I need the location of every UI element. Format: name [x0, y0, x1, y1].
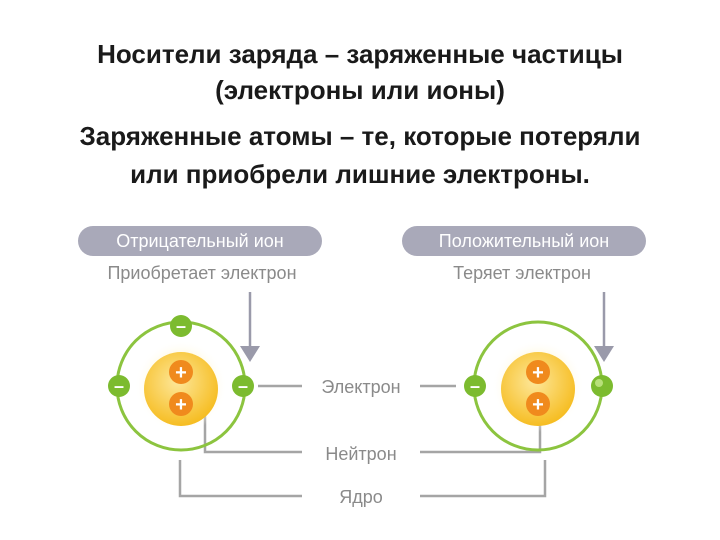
negative-ion-nucleus: [144, 352, 218, 426]
svg-text:+: +: [532, 394, 544, 416]
negative-ion-caption: Приобретает электрон: [107, 263, 296, 283]
svg-text:–: –: [114, 376, 124, 396]
svg-text:–: –: [238, 376, 248, 396]
negative-ion-pill: Отрицательный ион: [78, 226, 322, 256]
svg-text:–: –: [176, 316, 186, 336]
svg-text:+: +: [175, 394, 187, 416]
svg-text:–: –: [470, 376, 480, 396]
heading-line-3: Заряженные атомы – те, которые потеряли: [79, 121, 641, 151]
proton: +: [169, 392, 193, 416]
lost-electron: [591, 375, 613, 397]
label-electron: Электрон: [321, 377, 400, 397]
loss-arrow: [594, 292, 614, 362]
electron: –: [232, 375, 254, 397]
heading-line-4: или приобрели лишние электроны.: [130, 159, 590, 189]
positive-ion-atom: + + –: [464, 320, 613, 452]
electron: –: [464, 375, 486, 397]
electron: –: [108, 375, 130, 397]
negative-ion-atom: + + – – –: [108, 315, 254, 452]
positive-ion-title: Положительный ион: [439, 231, 609, 251]
positive-ion-nucleus: [501, 352, 575, 426]
negative-ion-title: Отрицательный ион: [116, 231, 284, 251]
svg-text:+: +: [532, 362, 544, 384]
leader-lines: [178, 384, 547, 498]
proton: +: [526, 392, 550, 416]
proton: +: [526, 360, 550, 384]
proton: +: [169, 360, 193, 384]
heading-line-2: (электроны или ионы): [215, 75, 505, 105]
positive-ion-caption: Теряет электрон: [453, 263, 591, 283]
label-neutron: Нейтрон: [325, 444, 396, 464]
positive-ion-pill: Положительный ион: [402, 226, 646, 256]
electron: –: [170, 315, 192, 337]
label-nucleus: Ядро: [339, 487, 383, 507]
heading-line-1: Носители заряда – заряженные частицы: [97, 39, 623, 69]
gain-arrow: [240, 292, 260, 362]
svg-text:+: +: [175, 362, 187, 384]
